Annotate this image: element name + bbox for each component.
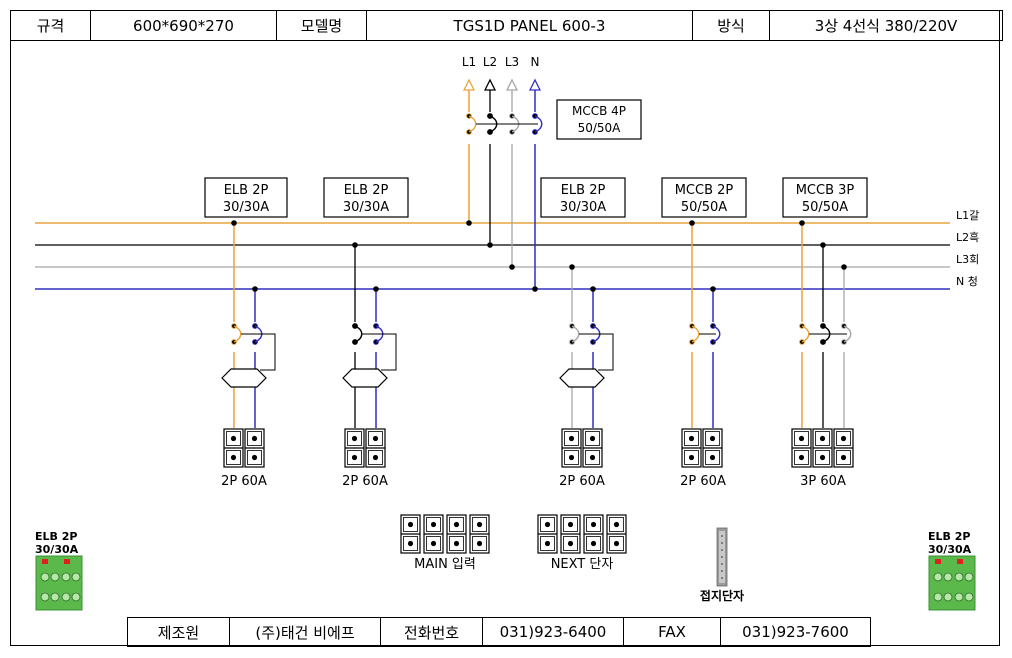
spec-label: 규격 (10, 10, 91, 41)
branch-4-type: MCCB 2P (675, 183, 734, 198)
incoming-label-l1: L1 (462, 55, 476, 69)
branch-2-label-box (323, 177, 409, 218)
branch-4-rating: 50/50A (681, 200, 727, 215)
method-label: 방식 (692, 10, 770, 41)
method-value: 3상 4선식 380/220V (769, 10, 1003, 41)
branch-1-type: ELB 2P (224, 183, 269, 198)
branch-3-type: ELB 2P (561, 183, 606, 198)
branch-5-label-box (782, 177, 868, 218)
incoming-label-l3: L3 (505, 55, 519, 69)
device-badge-left-line1: ELB 2P (35, 530, 77, 543)
ground-terminal-label: 접지단자 (700, 588, 744, 603)
branch-3-label-box (540, 177, 626, 218)
branch-3-terminal: 2P 60A (559, 474, 605, 489)
incoming-label-l2: L2 (483, 55, 497, 69)
main-breaker-box (556, 99, 642, 140)
title-block-footer: 제조원 (주)태건 비에프 전화번호 031)923-6400 FAX 031)… (127, 617, 871, 647)
phone-value: 031)923-6400 (482, 617, 624, 647)
branch-5-rating: 50/50A (802, 200, 848, 215)
device-badge-left-line2: 30/30A (35, 543, 79, 556)
title-block-header: 규격 600*690*270 모델명 TGS1D PANEL 600-3 방식 … (10, 10, 1003, 41)
branch-3-rating: 30/30A (560, 200, 606, 215)
phone-label: 전화번호 (380, 617, 483, 647)
branch-5-type: MCCB 3P (796, 183, 855, 198)
main-breaker-switches (465, 112, 543, 144)
branch-4-label-box (661, 177, 747, 218)
branch-5-terminal: 3P 60A (800, 474, 846, 489)
branch-1-label-box (204, 177, 288, 218)
branch-3-zct-icon (559, 368, 605, 388)
fax-label: FAX (623, 617, 721, 647)
branch-5: MCCB 3P 50/50A 3P 60A (782, 177, 868, 489)
fax-value: 031)923-7600 (720, 617, 871, 647)
branch-1-terminal: 2P 60A (221, 474, 267, 489)
branch-1-rating: 30/30A (223, 200, 269, 215)
device-badge-left: ELB 2P 30/30A (35, 530, 83, 611)
device-right-body-icon (928, 555, 976, 611)
branch-2-terminal: 2P 60A (342, 474, 388, 489)
spec-value: 600*690*270 (90, 10, 277, 41)
main-breaker-rating: 50/50A (578, 121, 622, 135)
main-input-terminal: MAIN 입력 (400, 514, 490, 572)
model-value: TGS1D PANEL 600-3 (366, 10, 693, 41)
bus-label-l1: L1갈 (956, 208, 979, 222)
maker-label: 제조원 (127, 617, 230, 647)
bus-label-l3: L3회 (956, 253, 979, 266)
device-badge-right-line2: 30/30A (928, 543, 972, 556)
device-badge-right: ELB 2P 30/30A (928, 530, 976, 611)
branch-4: MCCB 2P 50/50A 2P 60A (661, 177, 747, 489)
bus-label-n: N 청 (956, 275, 978, 288)
main-breaker-type: MCCB 4P (572, 104, 626, 118)
ground-terminal: 접지단자 (700, 527, 744, 603)
incoming-label-n: N (531, 55, 540, 69)
branch-2-zct-icon (342, 368, 388, 388)
branch-2-type: ELB 2P (344, 183, 389, 198)
incoming-arrow-icons (462, 78, 542, 91)
next-terminal: NEXT 단자 (537, 514, 627, 572)
branch-2: ELB 2P 30/30A 2P 60A (323, 177, 409, 489)
branch-2-rating: 30/30A (343, 200, 389, 215)
branch-4-terminal: 2P 60A (680, 474, 726, 489)
bus-bars: L1갈 L2흑 L3회 N 청 (35, 208, 979, 290)
next-terminal-label: NEXT 단자 (551, 557, 614, 572)
branch-1-zct-icon (221, 368, 267, 388)
main-input-label: MAIN 입력 (414, 557, 476, 572)
bus-label-l2: L2흑 (956, 230, 979, 244)
maker-value: (주)태건 비에프 (229, 617, 381, 647)
branch-3: ELB 2P 30/30A 2P 60A (540, 177, 626, 489)
device-left-body-icon (35, 555, 83, 611)
incoming-main: L1 L2 L3 N MCCB 4P 50/50A (462, 55, 642, 292)
branch-1: ELB 2P 30/30A 2P 60A (204, 177, 288, 489)
device-badge-right-line1: ELB 2P (928, 530, 970, 543)
